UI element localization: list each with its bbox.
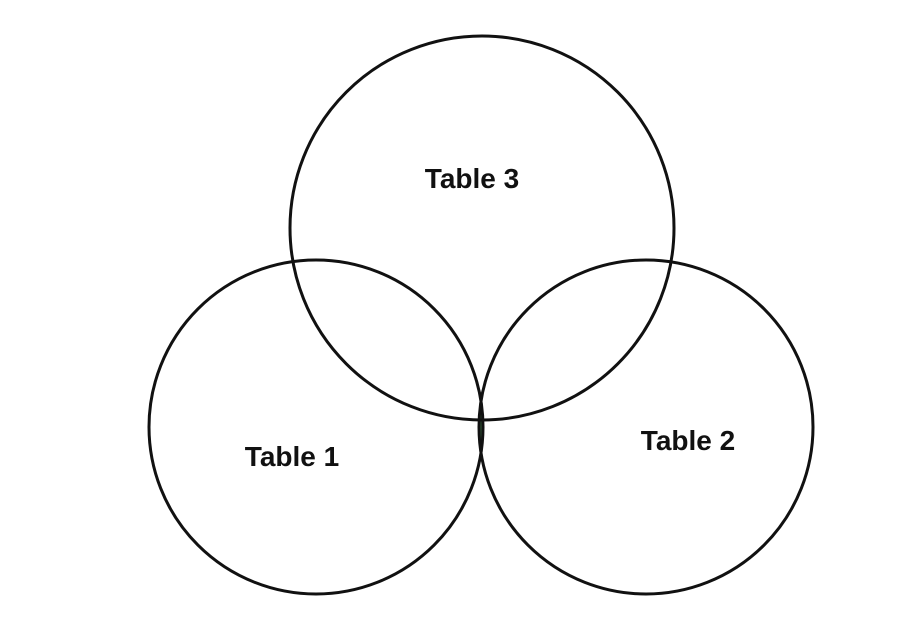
label-table-3: Table 3 [425, 163, 519, 194]
circle-table-2 [477, 258, 815, 596]
label-table-1: Table 1 [245, 441, 339, 472]
intersection-table1-table2 [479, 260, 483, 594]
label-table-2: Table 2 [641, 425, 735, 456]
circle-table-1 [147, 258, 485, 596]
circle-table-3 [288, 34, 676, 422]
